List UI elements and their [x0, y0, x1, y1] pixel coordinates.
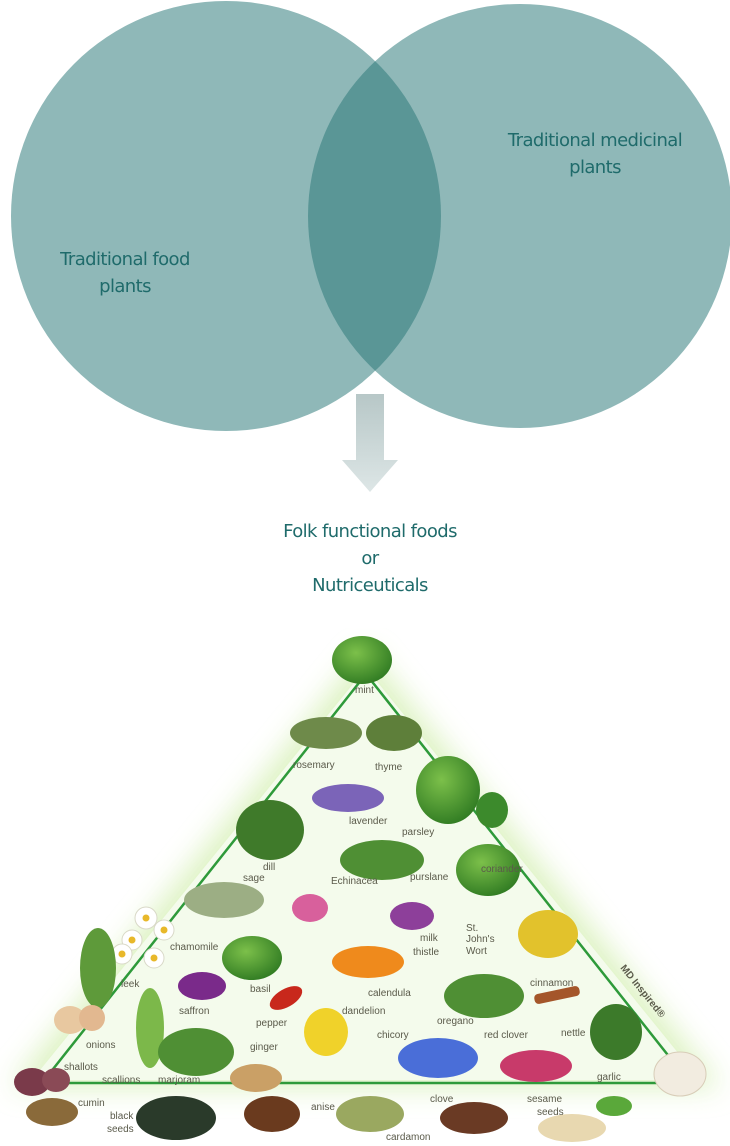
label-rosemary: rosemary: [293, 760, 335, 771]
label-leek: leek: [121, 979, 140, 990]
label-coriander: coriander: [481, 864, 523, 875]
label-ginger: ginger: [250, 1042, 278, 1053]
black-seeds: [136, 1096, 216, 1140]
cardamon-pods: [336, 1096, 404, 1132]
label-marjoram: marjoram: [158, 1075, 200, 1086]
food-plants-label: Traditional food plants: [60, 249, 190, 297]
thyme-plant: [366, 715, 422, 751]
label-black-seeds-1: black: [110, 1111, 134, 1122]
label-scallions: scallions: [102, 1075, 140, 1086]
mint-plant: [332, 636, 392, 684]
sesame-seeds: [538, 1114, 606, 1142]
label-nettle: nettle: [561, 1028, 586, 1039]
dill-plant: [236, 800, 304, 860]
label-shallots: shallots: [64, 1062, 98, 1073]
saffron-plant: [178, 972, 226, 1000]
chicory-flower: [398, 1038, 478, 1078]
label-parsley: parsley: [402, 827, 434, 838]
clove-pile: [440, 1102, 508, 1134]
nettle-plant: [590, 1004, 642, 1060]
parsley-sprig: [476, 792, 508, 828]
leek-plant: [80, 928, 116, 1008]
pyramid-outline: [39, 671, 693, 1085]
dandelion-flower: [304, 1008, 348, 1056]
label-sesame-2: seeds: [537, 1107, 564, 1118]
label-garlic: garlic: [597, 1072, 621, 1083]
label-red-clover: red clover: [484, 1030, 529, 1041]
label-dill: dill: [263, 862, 275, 873]
parsley-plant: [416, 756, 480, 824]
st-johns-wort-flower: [518, 910, 578, 958]
rosemary-plant: [290, 717, 362, 749]
green-pods: [596, 1096, 632, 1116]
result-text: Folk functional foods or Nutriceuticals: [230, 518, 510, 599]
label-dandelion: dandelion: [342, 1006, 385, 1017]
scallion-plant: [136, 988, 164, 1068]
label-thyme: thyme: [375, 762, 403, 773]
label-milk-thistle-2: thistle: [413, 947, 440, 958]
sage-plant: [184, 882, 264, 918]
result-line-1: Folk functional foods: [283, 521, 457, 542]
cumin-seeds: [26, 1098, 78, 1126]
label-clove: clove: [430, 1094, 454, 1105]
basil-plant: [222, 936, 282, 980]
label-oregano: oregano: [437, 1016, 474, 1027]
label-cumin: cumin: [78, 1098, 105, 1109]
label-sesame-1: sesame: [527, 1094, 562, 1105]
down-arrow: [342, 394, 398, 492]
label-chamomile: chamomile: [170, 942, 219, 953]
label-black-seeds-2: seeds: [107, 1124, 134, 1135]
label-st-johns-3: Wort: [466, 946, 487, 957]
result-line-3: Nutriceuticals: [312, 575, 428, 596]
onion-bulb: [54, 1006, 86, 1034]
anise-stars: [244, 1096, 300, 1132]
label-lavender: lavender: [349, 816, 388, 827]
label-anise: anise: [311, 1102, 335, 1113]
label-cinnamon: cinnamon: [530, 978, 573, 989]
label-st-johns-2: John's: [466, 934, 495, 945]
label-pepper: pepper: [256, 1018, 288, 1029]
echinacea-flower: [292, 894, 328, 922]
label-purslane: purslane: [410, 872, 449, 883]
label-sage: sage: [243, 873, 265, 884]
milk-thistle-flower: [390, 902, 434, 930]
lavender-plant: [312, 784, 384, 812]
purslane-plant: [340, 840, 424, 880]
garlic-bulb: [653, 1051, 707, 1097]
label-st-johns-1: St.: [466, 923, 478, 934]
oregano-plant: [444, 974, 524, 1018]
plant-illustrations: [14, 636, 707, 1142]
ginger-root: [230, 1064, 282, 1092]
label-chicory: chicory: [377, 1030, 409, 1041]
venn-diagram: [11, 1, 730, 492]
label-mint: mint: [355, 685, 374, 696]
shallot-bulb: [14, 1068, 50, 1096]
coriander-plant: [456, 844, 520, 896]
medicinal-plants-label: Traditional medicinal plants: [507, 130, 683, 178]
label-echinacea: Echinacea: [331, 876, 378, 887]
pepper-plant: [269, 986, 303, 1010]
label-cardamon: cardamon: [386, 1132, 430, 1143]
herb-pyramid: mint rosemary thyme lavender parsley dil…: [10, 636, 722, 1143]
marjoram-plant: [158, 1028, 234, 1076]
label-saffron: saffron: [179, 1006, 209, 1017]
calendula-flower: [332, 946, 404, 978]
red-clover-flower: [500, 1050, 572, 1082]
cinnamon-sticks: [534, 986, 580, 1004]
label-calendula: calendula: [368, 988, 411, 999]
label-milk-thistle-1: milk: [420, 933, 439, 944]
label-basil: basil: [250, 984, 271, 995]
medicinal-plants-circle: [308, 4, 730, 428]
label-onions: onions: [86, 1040, 115, 1051]
food-plants-circle: [11, 1, 441, 431]
result-line-2: or: [361, 548, 379, 569]
